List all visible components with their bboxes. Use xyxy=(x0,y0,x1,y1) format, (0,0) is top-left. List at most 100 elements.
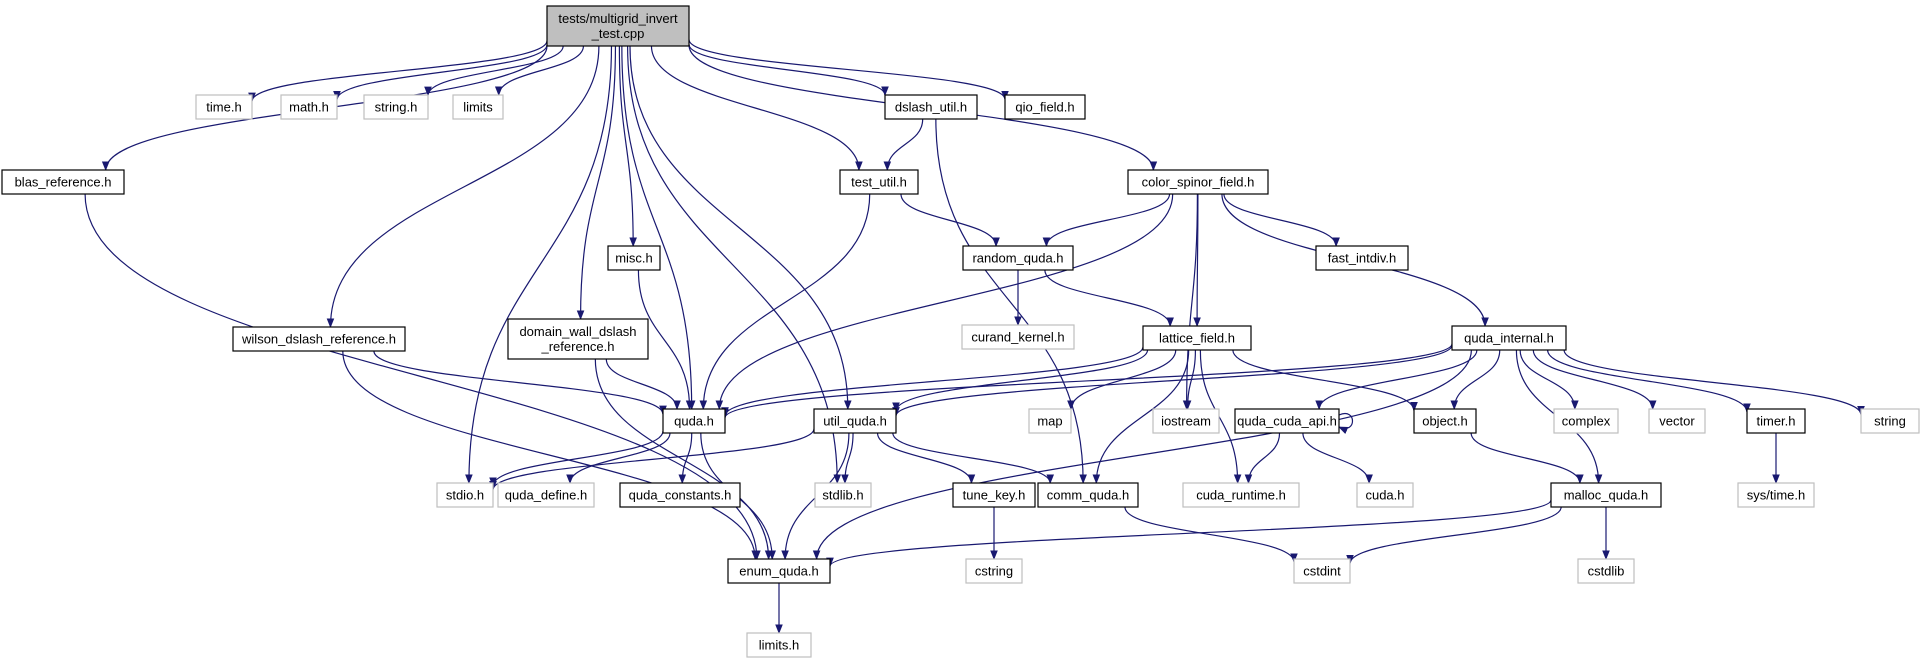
node-lattice-field[interactable]: lattice_field.h xyxy=(1142,325,1252,351)
node-label: wilson_dslash_reference.h xyxy=(241,332,396,347)
edge-quda_h-to-quda_define xyxy=(566,432,671,484)
edge-root-to-stdlib_h xyxy=(626,45,842,484)
edge-root-to-stdio_h xyxy=(465,45,613,484)
node-label: stdlib.h xyxy=(822,488,863,503)
edge-quda_internal-to-quda_cuda_api xyxy=(1315,349,1478,410)
node-box xyxy=(607,245,661,271)
node-map: map xyxy=(1028,408,1072,434)
node-comm-quda[interactable]: comm_quda.h xyxy=(1037,482,1139,508)
edge-quda_internal-to-util_quda xyxy=(892,345,1453,417)
node-quda-cuda-api[interactable]: quda_cuda_api.h xyxy=(1234,408,1340,434)
node-curand-kernel: curand_kernel.h xyxy=(961,324,1075,350)
node-box xyxy=(727,558,831,584)
node-limits-h: limits.h xyxy=(746,632,812,658)
node-box xyxy=(280,94,338,120)
node-quda-constants[interactable]: quda_constants.h xyxy=(619,482,741,508)
node-box xyxy=(1860,408,1920,434)
dependency-edges xyxy=(84,39,1865,634)
node-box xyxy=(1037,482,1139,508)
node-label: curand_kernel.h xyxy=(971,330,1064,345)
node-string: string xyxy=(1860,408,1920,434)
node-box xyxy=(965,558,1023,584)
edge-lattice_field-to-util_quda xyxy=(892,349,1149,413)
node-domain-wall[interactable]: domain_wall_dslash_reference.h xyxy=(507,318,649,360)
edge-root-to-time_h xyxy=(248,40,548,103)
node-color-spinor-field[interactable]: color_spinor_field.h xyxy=(1127,169,1269,195)
edge-domain_wall-to-quda_h xyxy=(605,358,681,410)
node-box xyxy=(1,169,125,195)
node-random-quda[interactable]: random_quda.h xyxy=(962,245,1074,271)
edge-root-to-wilson_dslash xyxy=(326,45,600,328)
node-label: util_quda.h xyxy=(823,414,887,429)
edge-domain_wall-to-enum_quda xyxy=(594,358,773,560)
edge-dslash_util-to-comm_quda xyxy=(935,118,1087,484)
edge-comm_quda-to-cstdint xyxy=(1124,506,1298,563)
node-enum-quda[interactable]: enum_quda.h xyxy=(727,558,831,584)
node-box xyxy=(363,94,429,120)
edge-root-to-string_h xyxy=(424,45,564,97)
node-box xyxy=(662,408,726,434)
node-box xyxy=(961,324,1075,350)
edge-util_quda-to-tune_key xyxy=(876,432,976,484)
edge-lattice_field-to-quda_h xyxy=(721,346,1144,417)
node-label: dslash_util.h xyxy=(895,100,967,115)
node-qio-field[interactable]: qio_field.h xyxy=(1004,94,1086,120)
node-label: timer.h xyxy=(1756,414,1795,429)
node-cstdint: cstdint xyxy=(1293,558,1351,584)
node-box xyxy=(1315,245,1409,271)
node-box xyxy=(1127,169,1269,195)
node-label: cuda.h xyxy=(1365,488,1404,503)
node-label: iostream xyxy=(1161,414,1211,429)
node-label: limits xyxy=(463,100,493,115)
edge-quda_internal-to-vector xyxy=(1532,349,1657,410)
node-quda-internal[interactable]: quda_internal.h xyxy=(1451,325,1567,351)
node-label: comm_quda.h xyxy=(1047,488,1129,503)
node-box xyxy=(884,94,978,120)
node-label: map xyxy=(1037,414,1062,429)
edge-root-to-domain_wall xyxy=(576,45,617,320)
edge-root-to-qio_field xyxy=(688,39,1009,101)
edge-wilson_dslash-to-quda_h xyxy=(373,350,667,416)
node-fast-intdiv[interactable]: fast_intdiv.h xyxy=(1315,245,1409,271)
node-label: cstdint xyxy=(1303,564,1341,579)
edge-random_quda-to-lattice_field xyxy=(1044,269,1174,327)
node-blas-reference[interactable]: blas_reference.h xyxy=(1,169,125,195)
node-label: quda_constants.h xyxy=(629,488,732,503)
edge-util_quda-to-stdlib_h xyxy=(841,432,854,484)
node-label: quda_internal.h xyxy=(1464,331,1554,346)
node-timer-h[interactable]: timer.h xyxy=(1746,408,1806,434)
edge-root-to-limits xyxy=(494,45,585,96)
node-misc[interactable]: misc.h xyxy=(607,245,661,271)
node-iostream: iostream xyxy=(1152,408,1220,434)
node-box xyxy=(814,482,872,508)
node-label: _test.cpp xyxy=(591,26,645,41)
edge-root-to-math_h xyxy=(333,44,548,101)
node-tune-key[interactable]: tune_key.h xyxy=(952,482,1036,508)
node-box xyxy=(1746,408,1806,434)
node-root[interactable]: tests/multigrid_invert_test.cpp xyxy=(546,5,690,47)
node-quda-h[interactable]: quda.h xyxy=(662,408,726,434)
node-box xyxy=(1553,408,1619,434)
node-object-h[interactable]: object.h xyxy=(1413,408,1477,434)
node-box xyxy=(1356,482,1414,508)
edge-color_spinor_field-to-fast_intdiv xyxy=(1223,193,1340,247)
node-wilson-dslash[interactable]: wilson_dslash_reference.h xyxy=(232,326,406,352)
node-cstring: cstring xyxy=(965,558,1023,584)
node-dslash-util[interactable]: dslash_util.h xyxy=(884,94,978,120)
node-label: enum_quda.h xyxy=(739,564,819,579)
node-box xyxy=(1451,325,1567,351)
node-box xyxy=(507,318,649,360)
node-test-util[interactable]: test_util.h xyxy=(839,169,919,195)
edge-quda_internal-to-object_h xyxy=(1450,349,1501,410)
node-util-quda[interactable]: util_quda.h xyxy=(813,408,897,434)
edge-quda_cuda_api-to-cuda_runtime xyxy=(1244,432,1281,484)
node-label: misc.h xyxy=(615,251,653,266)
node-box xyxy=(1550,482,1662,508)
edge-root-to-misc xyxy=(618,45,638,247)
node-label: string.h xyxy=(375,100,418,115)
edge-quda_internal-to-string xyxy=(1563,349,1865,416)
edge-malloc_quda-to-enum_quda xyxy=(826,499,1552,568)
node-malloc-quda[interactable]: malloc_quda.h xyxy=(1550,482,1662,508)
edge-quda_internal-to-quda_h xyxy=(721,343,1453,419)
node-label: blas_reference.h xyxy=(15,175,112,190)
